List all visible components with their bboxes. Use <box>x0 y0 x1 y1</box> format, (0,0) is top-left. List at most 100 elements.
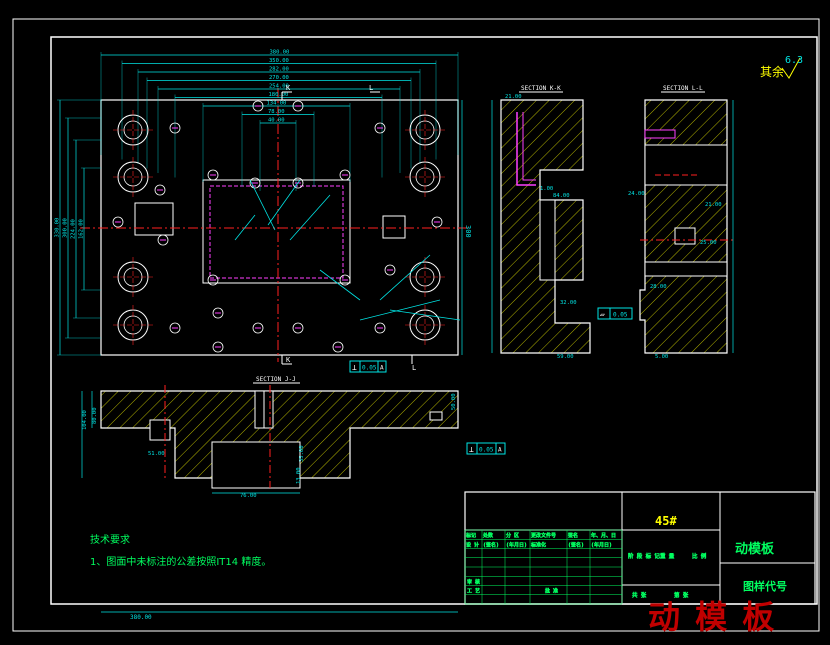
bolt-hole-inner <box>123 120 143 140</box>
top-dimension-value: 270.00 <box>269 75 289 81</box>
angled-leaders <box>234 179 461 321</box>
top-dimension-value: 254.00 <box>269 84 289 90</box>
bolt-hole-inner <box>123 167 143 187</box>
title-block-header-cell: 处数 <box>483 532 493 539</box>
tolerance-frame-jj: ⊥ 0.05 A <box>466 442 506 455</box>
bolt-hole-inner <box>415 315 435 335</box>
title-block-design-cell: (签名) <box>483 541 499 548</box>
title-block: 标记处数分 区更改文件号签名年、月、日设 计(签名)(年月日)标准化(签名)(年… <box>464 491 816 605</box>
bolt-hole-inner <box>415 267 435 287</box>
section-jj-view: SECTION J-J 51.0076.0013.0035.0050.00104… <box>81 376 506 499</box>
tol-jj-value: 0.05 <box>479 447 494 454</box>
kk-dimension-value: 59.00 <box>557 354 574 360</box>
jj-dimension-value: 80.00 <box>92 407 98 424</box>
roughness-note: 其余 6.3 <box>760 55 803 79</box>
section-kk-title: SECTION K-K <box>521 85 561 92</box>
top-dimension-value: 180.00 <box>269 92 289 98</box>
tol-kk-symbol: ▱ <box>600 310 605 319</box>
pin-hole <box>292 177 304 189</box>
technical-requirements: 技术要求 1、图面中未标注的公差按照IT14 精度。 <box>90 533 271 568</box>
material-value: 45# <box>655 514 677 528</box>
bolt-hole-inner <box>415 120 435 140</box>
pin-hole <box>374 322 386 334</box>
sheet-inner-border <box>50 36 818 605</box>
pin-hole <box>207 274 219 286</box>
side-slot-left <box>134 202 174 236</box>
jj-dimension-value: 76.00 <box>240 493 257 499</box>
title-block-header-cell: 年、月、日 <box>591 532 616 539</box>
pin-hole <box>384 264 396 276</box>
title-block-header-cell: 分 区 <box>506 532 519 539</box>
pin-hole <box>292 322 304 334</box>
drawing-code-label: 图样代号 <box>743 579 787 593</box>
bolt-hole-inner <box>123 267 143 287</box>
marker-k-bottom: K <box>286 356 291 364</box>
top-dimension-value: 380.00 <box>270 50 290 56</box>
title-block-header-cell: 标记 <box>466 532 476 539</box>
pin-hole <box>212 307 224 319</box>
jj-dimension-value: 50.00 <box>451 393 457 410</box>
sheet-row-cell: 共 张 <box>632 591 647 599</box>
approve-label: 批 准 <box>545 588 558 595</box>
pin-hole <box>374 122 386 134</box>
kk-dimension-value: 32.00 <box>560 300 577 306</box>
sheet-row-cell: 第 张 <box>674 591 689 599</box>
top-dimension-value: 78.00 <box>268 109 285 115</box>
process-label: 工 艺 <box>467 589 480 595</box>
kk-dimension-value: 21.00 <box>505 94 522 100</box>
section-markers: K K L L <box>281 84 416 372</box>
bolt-hole-inner <box>123 315 143 335</box>
bottom-ruler-dimension: 380.00 <box>101 611 458 621</box>
tol-value: 0.05 <box>362 365 377 372</box>
ll-dimension-value: 5.00 <box>655 354 668 360</box>
pin-hole <box>154 184 166 196</box>
tolerance-frame-kk: ▱ 0.05 <box>597 307 633 320</box>
tol-jj-datum: A <box>498 447 502 454</box>
pin-hole <box>292 100 304 112</box>
tol-kk-value: 0.05 <box>613 312 628 319</box>
kk-dimension-value: 1.00 <box>540 186 553 192</box>
section-jj-body <box>100 390 459 479</box>
pin-hole <box>252 322 264 334</box>
title-block-header-cell: 签名 <box>568 532 578 539</box>
pin-hole <box>431 216 443 228</box>
pin-hole <box>249 177 261 189</box>
plan-dimension-lines: 380.00350.00282.00270.00254.00180.00134.… <box>55 50 463 356</box>
plate-holes <box>113 110 445 345</box>
title-block-design-cell: 标准化 <box>531 541 546 548</box>
cavity-pocket <box>202 179 351 284</box>
marker-l-bottom: L <box>412 364 416 372</box>
title-block-design-cell: 设 计 <box>466 541 479 548</box>
tech-req-item: 1、图面中未标注的公差按照IT14 精度。 <box>90 555 271 568</box>
title-block-design-cell: (年月日) <box>591 541 612 548</box>
tol-datum: A <box>380 365 384 372</box>
tolerance-frame-main: ⊥ 0.05 A <box>349 360 387 373</box>
watermark-text: 动 模 板 <box>648 598 776 636</box>
part-name: 动模板 <box>735 541 775 557</box>
marker-l-top: L <box>369 84 373 92</box>
tol-jj-symbol: ⊥ <box>469 445 474 454</box>
svg-text:380.00: 380.00 <box>130 614 152 621</box>
top-dimension-value: 40.00 <box>268 118 285 124</box>
review-label: 审 核 <box>467 578 480 585</box>
small-pin-holes <box>112 100 443 353</box>
title-block-design-cell: (签名) <box>568 541 584 548</box>
stage-row-cell: 重 量 <box>660 552 675 560</box>
title-block-design-cell: (年月日) <box>506 541 527 548</box>
roughness-value: 6.3 <box>785 55 803 66</box>
tol-symbol: ⊥ <box>352 363 357 372</box>
pin-hole <box>339 274 351 286</box>
plan-view: 380.00350.00282.00270.00254.00180.00134.… <box>55 50 472 373</box>
pin-hole <box>207 169 219 181</box>
pin-hole <box>157 234 169 246</box>
right-dimension: 300 <box>464 225 472 238</box>
bolt-hole-inner <box>415 167 435 187</box>
pin-hole <box>112 216 124 228</box>
pin-hole <box>252 100 264 112</box>
roughness-label: 其余 <box>760 64 784 79</box>
